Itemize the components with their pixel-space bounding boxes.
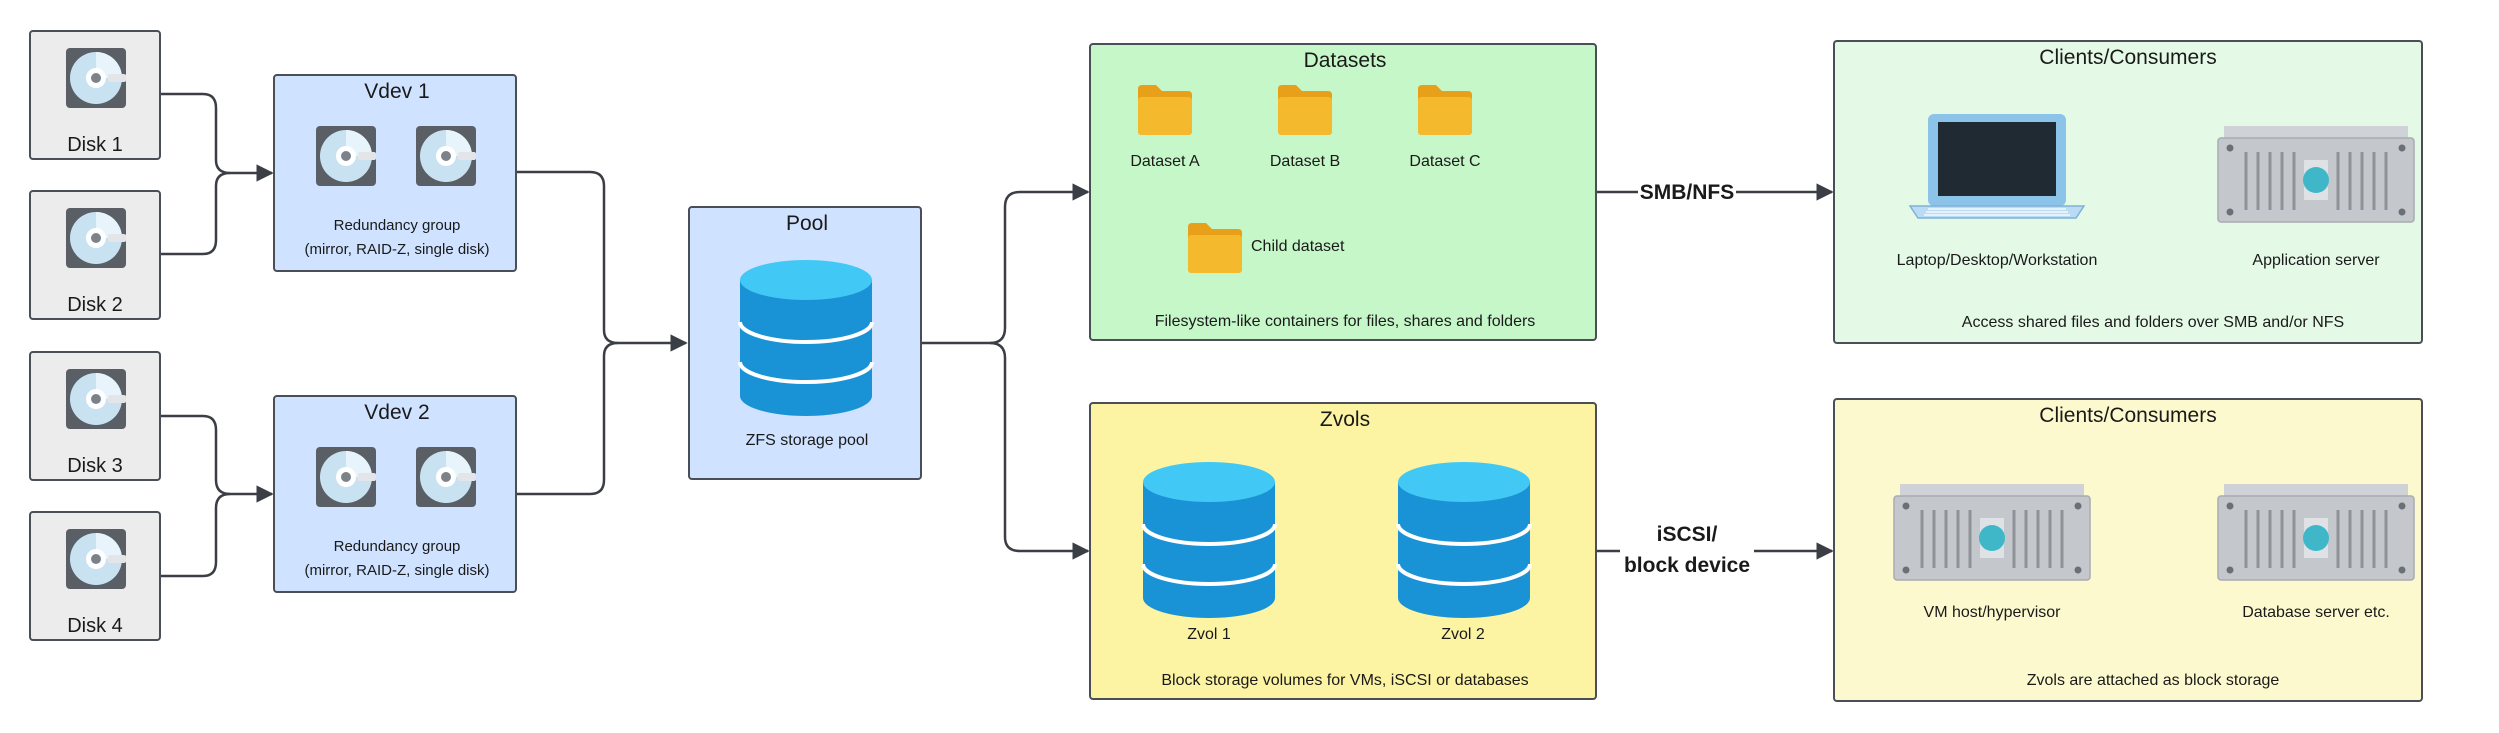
zvol-label: Zvol 2 bbox=[1441, 626, 1485, 643]
database-icon bbox=[1396, 460, 1532, 625]
datasets-caption: Filesystem-like containers for files, sh… bbox=[1154, 313, 1536, 330]
iscsi-label-line1: iSCSI/ bbox=[1656, 523, 1718, 546]
dataset-label: Dataset A bbox=[1130, 153, 1200, 170]
client-label: Application server bbox=[2252, 252, 2380, 269]
folder-icon bbox=[1186, 221, 1244, 280]
vdev-desc-line2: (mirror, RAID-Z, single disk) bbox=[304, 241, 490, 258]
clients-caption: Access shared files and folders over SMB… bbox=[1961, 314, 2345, 331]
clients-caption: Zvols are attached as block storage bbox=[2026, 672, 2280, 689]
zvols-box: Zvols Zvol 1 Zvol 2 Block storage volume… bbox=[1089, 402, 1597, 700]
clients-title: Clients/Consumers bbox=[2039, 404, 2217, 427]
client-label: Database server etc. bbox=[2242, 604, 2390, 621]
vdev-desc-line2: (mirror, RAID-Z, single disk) bbox=[304, 562, 490, 579]
server-icon bbox=[2216, 482, 2416, 587]
clients-title: Clients/Consumers bbox=[2039, 46, 2217, 69]
zvols-title: Zvols bbox=[1319, 408, 1371, 431]
disk-icon bbox=[314, 124, 378, 193]
laptop-icon bbox=[1908, 112, 2086, 225]
disk-icon bbox=[64, 527, 128, 596]
database-icon bbox=[1141, 460, 1277, 625]
zvols-caption: Block storage volumes for VMs, iSCSI or … bbox=[1161, 672, 1529, 689]
pool-title: Pool bbox=[785, 212, 829, 235]
disk-1-box: Disk 1 bbox=[29, 30, 161, 160]
server-icon bbox=[1892, 482, 2092, 587]
disk-2-box: Disk 2 bbox=[29, 190, 161, 320]
edge-disk3-vdev2 bbox=[161, 414, 274, 503]
clients-bottom-box: Clients/Consumers bbox=[1833, 398, 2423, 702]
vdev-title: Vdev 1 bbox=[364, 80, 430, 103]
disk-icon bbox=[314, 445, 378, 514]
child-dataset-label: Child dataset bbox=[1251, 238, 1345, 255]
disk-label: Disk 1 bbox=[67, 134, 123, 156]
iscsi-label-line2: block device bbox=[1623, 554, 1751, 577]
vdev-desc-line1: Redundancy group bbox=[333, 538, 461, 555]
datasets-box: Datasets Dataset A Dataset B Dataset C C… bbox=[1089, 43, 1597, 341]
edge-disk2-vdev1 bbox=[161, 171, 231, 256]
disk-4-box: Disk 4 bbox=[29, 511, 161, 641]
pool-box: Pool ZFS storage pool bbox=[688, 206, 922, 480]
client-label: Laptop/Desktop/Workstation bbox=[1896, 252, 2098, 269]
disk-3-box: Disk 3 bbox=[29, 351, 161, 481]
pool-caption: ZFS storage pool bbox=[745, 432, 869, 449]
vdev-desc-line1: Redundancy group bbox=[333, 217, 461, 234]
dataset-label: Dataset C bbox=[1409, 153, 1481, 170]
client-label: VM host/hypervisor bbox=[1923, 604, 2061, 621]
vdev-1-box: Vdev 1 Redundancy group (mirror, RAID-Z,… bbox=[273, 74, 517, 272]
edge-vdev2-pool bbox=[517, 341, 619, 496]
datasets-title: Datasets bbox=[1303, 49, 1387, 72]
server-icon bbox=[2216, 124, 2416, 229]
edge-disk4-vdev2 bbox=[161, 492, 231, 578]
database-icon bbox=[738, 258, 874, 423]
smb-nfs-label: SMB/NFS bbox=[1639, 181, 1735, 204]
clients-top-box: Clients/Consumers Laptop/Desktop/Worksta… bbox=[1833, 40, 2423, 344]
disk-label: Disk 3 bbox=[67, 455, 123, 477]
folder-icon bbox=[1136, 83, 1194, 142]
disk-icon bbox=[414, 445, 478, 514]
disk-label: Disk 4 bbox=[67, 615, 123, 637]
disk-label: Disk 2 bbox=[67, 294, 123, 316]
edge-pool-zvols bbox=[989, 341, 1090, 560]
edge-pool-datasets bbox=[922, 183, 1090, 345]
edge-vdev1-pool bbox=[517, 170, 688, 352]
folder-icon bbox=[1416, 83, 1474, 142]
vdev-2-box: Vdev 2 Redundancy group (mirror, RAID-Z,… bbox=[273, 395, 517, 593]
edge-disk1-vdev1 bbox=[161, 92, 274, 182]
dataset-label: Dataset B bbox=[1269, 153, 1341, 170]
disk-icon bbox=[64, 46, 128, 115]
disk-icon bbox=[64, 367, 128, 436]
vdev-title: Vdev 2 bbox=[364, 401, 430, 424]
zvol-label: Zvol 1 bbox=[1187, 626, 1231, 643]
disk-icon bbox=[64, 206, 128, 275]
folder-icon bbox=[1276, 83, 1334, 142]
disk-icon bbox=[414, 124, 478, 193]
